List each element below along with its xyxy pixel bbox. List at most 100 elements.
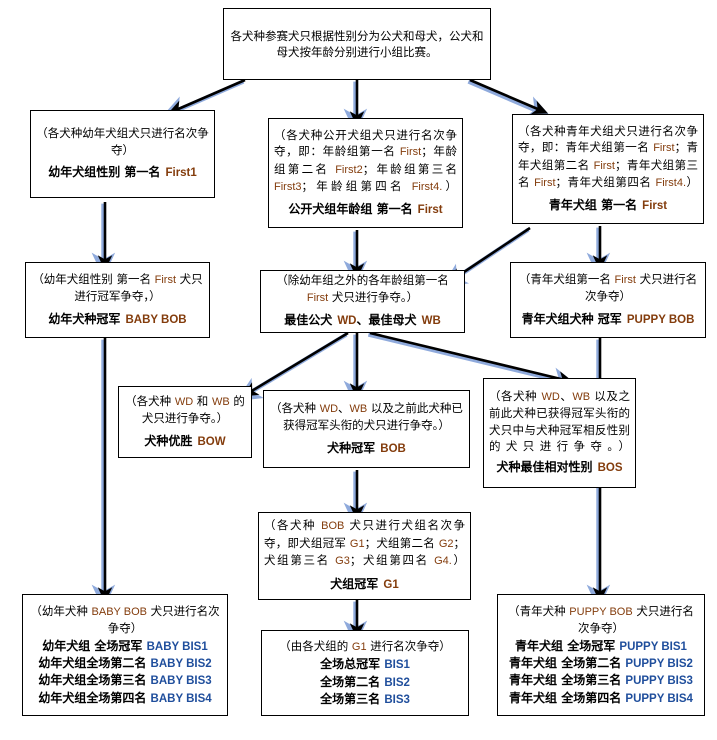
open-group-note-a: （各犬种公开犬组犬只进行名次争夺，即：年龄组第一名 <box>274 127 457 158</box>
bis-row-code: BIS3 <box>384 693 410 706</box>
wd-wb-result: 最佳公犬 WD、最佳母犬 WB <box>284 308 441 331</box>
bos-result-label: 犬种最佳相对性别 <box>496 460 593 475</box>
wd-wb-result-sep: 、 <box>356 313 369 328</box>
bow-code-a: WD <box>174 395 194 408</box>
wd-wb-result-label-a: 最佳公犬 <box>284 313 333 328</box>
baby-group-note: （各犬种幼年犬组犬只进行名次争夺） <box>36 126 209 157</box>
baby-group-result-label: 幼年犬组性别 第一名 <box>48 164 161 179</box>
puppy-bob-code-a: First <box>614 273 636 286</box>
bos-code-b: WB <box>572 390 591 403</box>
baby-bis-row-code: BABY BIS1 <box>146 640 208 653</box>
puppy-group-code-a: First <box>653 141 675 154</box>
open-group-result-code: First <box>417 203 443 216</box>
bis-row: 全场第三名 BIS3 <box>320 691 410 708</box>
puppy-bob-result-label: 青年犬组犬种 冠军 <box>521 311 622 326</box>
open-group-result: 公开犬组年龄组 第一名 First <box>288 197 442 220</box>
g1-code-d: G3 <box>335 555 350 568</box>
baby-bis-row-label: 幼年犬组全场第三名 <box>38 673 147 688</box>
bis-note-b: 进行名次争夺） <box>366 638 451 653</box>
puppy-bis-note: （青年犬种 PUPPY BOB 犬只进行名次争夺） <box>503 603 699 637</box>
node-baby-bis[interactable]: （幼年犬种 BABY BOB 犬只进行名次争夺） 幼年犬组 全场冠军 BABY … <box>22 594 228 716</box>
node-bob[interactable]: （各犬种 WD、WB 以及之前此犬种已获得冠军头衔的犬只进行争夺。） 犬种冠军 … <box>263 390 470 468</box>
baby-bis-row: 幼年犬组全场第四名 BABY BIS4 <box>38 690 211 707</box>
bis-rows: 全场总冠军 BIS1 全场第二名 BIS2 全场第三名 BIS3 <box>320 656 410 708</box>
node-bis[interactable]: （由各犬组的 G1 进行名次争夺） 全场总冠军 BIS1 全场第二名 BIS2 … <box>261 630 469 716</box>
puppy-group-note-b: ；青年犬组第二名 <box>518 139 699 172</box>
open-group-note: （各犬种公开犬组犬只进行名次争夺，即：年龄组第一名 First；年龄组第二名 F… <box>274 127 457 196</box>
node-puppy-group[interactable]: （各犬种青年犬组犬只进行名次争夺，即：青年犬组第一名 First；青年犬组第二名… <box>512 114 704 224</box>
puppy-group-code-b: First <box>593 159 615 172</box>
wd-wb-result-code-b: WB <box>421 315 441 328</box>
bis-code-a: G1 <box>351 640 367 653</box>
edge-wd-wb-to-bos <box>369 331 574 386</box>
baby-bob-code-a: First <box>154 273 177 286</box>
node-open-group[interactable]: （各犬种公开犬组犬只进行名次争夺，即：年龄组第一名 First ；年龄组第二名 F… <box>268 118 463 228</box>
bis-row-label: 全场总冠军 <box>320 657 381 672</box>
baby-bis-row-code: BABY BIS2 <box>150 658 212 671</box>
g1-note-b: 犬只进行犬组名次争夺，即犬组冠军 <box>264 518 465 550</box>
node-puppy-bob[interactable]: （青年犬组第一名 First 犬只进行名次争夺） 青年犬组犬种 冠军 PUPPY… <box>510 262 706 338</box>
g1-result-label: 犬组冠军 <box>330 577 379 592</box>
bow-note-a: （各犬种 <box>125 393 175 408</box>
baby-bis-rows: 幼年犬组 全场冠军 BABY BIS1 幼年犬组全场第二名 BABY BIS2 … <box>38 638 211 707</box>
open-group-note-e: ） <box>442 179 458 194</box>
bob-result: 犬种冠军 BOB <box>327 436 406 459</box>
puppy-bis-note-a: （青年犬种 <box>508 603 570 618</box>
wd-wb-note-a: （除幼年组之外的各年龄组第一名 <box>276 273 449 288</box>
puppy-bob-note-b: 犬只进行名次争夺） <box>585 271 698 304</box>
g1-code-e: G4. <box>434 555 452 568</box>
bow-note-b: 和 <box>193 393 212 408</box>
puppy-bis-code-a: PUPPY BOB <box>569 605 633 618</box>
open-group-code-d: First4. <box>411 181 443 194</box>
bos-result-code: BOS <box>597 462 623 475</box>
node-g1[interactable]: （各犬种 BOB 犬只进行犬组名次争夺，即犬组冠军 G1；犬组第二名 G2；犬组… <box>258 512 471 600</box>
puppy-bis-row-label: 青年犬组 全场第三名 <box>509 673 622 688</box>
node-root[interactable]: 各犬种参赛犬只根据性别分为公犬和母犬，公犬和母犬按年龄分别进行小组比赛。 <box>223 8 491 80</box>
g1-note-f: ） <box>451 553 466 568</box>
puppy-group-note-c: ；青年犬组第三名 <box>518 157 699 190</box>
node-puppy-bis[interactable]: （青年犬种 PUPPY BOB 犬只进行名次争夺） 青年犬组 全场冠军 PUPP… <box>497 594 705 716</box>
wd-wb-note: （除幼年组之外的各年龄组第一名 First 犬只进行争夺。） <box>266 272 459 306</box>
baby-bob-note-b: 犬只进行冠军争夺，） <box>74 271 203 304</box>
bis-row-code: BIS1 <box>384 659 410 672</box>
bow-result-code: BOW <box>197 435 226 448</box>
node-bos[interactable]: （各犬种 WD、WB 以及之前此犬种已获得冠军头衔的犬只中与犬种冠军相反性别的犬… <box>483 378 636 488</box>
baby-bis-row: 幼年犬组全场第三名 BABY BIS3 <box>38 672 211 689</box>
node-wd-wb[interactable]: （除幼年组之外的各年龄组第一名 First 犬只进行争夺。） 最佳公犬 WD、最… <box>260 270 465 333</box>
node-baby-bob[interactable]: （幼年犬组性别 第一名 First 犬只进行冠军争夺，） 幼年犬种冠军 BABY… <box>25 262 210 338</box>
baby-bis-row-label: 幼年犬组全场第二名 <box>38 656 147 671</box>
bis-row-code: BIS2 <box>384 676 410 689</box>
baby-bob-result-code: BABY BOB <box>125 313 187 326</box>
bob-note-b: 、 <box>338 400 350 415</box>
g1-code-b: G1 <box>349 537 365 550</box>
node-bow[interactable]: （各犬种 WD 和 WB 的犬只进行争夺。） 犬种优胜 BOW <box>118 386 252 458</box>
node-baby-group[interactable]: （各犬种幼年犬组犬只进行名次争夺） 幼年犬组性别 第一名 First1 <box>30 110 215 198</box>
bis-row-label: 全场第三名 <box>320 691 381 706</box>
bos-note-a: （各犬种 <box>489 388 542 403</box>
baby-group-result: 幼年犬组性别 第一名 First1 <box>48 160 197 183</box>
bow-result: 犬种优胜 BOW <box>144 429 225 452</box>
puppy-group-code-d: First4. <box>655 177 687 190</box>
puppy-bis-row-code: PUPPY BIS3 <box>625 675 693 688</box>
root-note: 各犬种参赛犬只根据性别分为公犬和母犬，公犬和母犬按年龄分别进行小组比赛。 <box>230 28 484 59</box>
bob-code-b: WB <box>349 402 368 415</box>
puppy-bis-note-b: 犬只进行名次争夺） <box>578 603 694 636</box>
bos-note: （各犬种 WD、WB 以及之前此犬种已获得冠军头衔的犬只中与犬种冠军相反性别的犬… <box>489 388 630 455</box>
g1-result-code: G1 <box>383 579 399 592</box>
g1-note: （各犬种 BOB 犬只进行犬组名次争夺，即犬组冠军 G1；犬组第二名 G2；犬组… <box>264 517 465 570</box>
bis-row-label: 全场第二名 <box>320 674 381 689</box>
open-group-note-b: ；年龄组第二名 <box>274 143 458 176</box>
g1-note-e: ；犬组第四名 <box>349 553 435 568</box>
baby-bis-row-label: 幼年犬组全场第四名 <box>38 690 147 705</box>
bow-note: （各犬种 WD 和 WB 的犬只进行争夺。） <box>124 393 246 427</box>
bow-code-b: WB <box>211 395 230 408</box>
baby-bis-row-label: 幼年犬组 全场冠军 <box>42 638 143 653</box>
g1-result: 犬组冠军 G1 <box>330 572 398 595</box>
puppy-bis-rows: 青年犬组 全场冠军 PUPPY BIS1 青年犬组 全场第二名 PUPPY BI… <box>509 638 693 707</box>
baby-bis-note: （幼年犬种 BABY BOB 犬只进行名次争夺） <box>28 603 222 637</box>
puppy-bis-row: 青年犬组 全场冠军 PUPPY BIS1 <box>509 638 693 655</box>
baby-bis-note-a: （幼年犬种 <box>30 603 92 618</box>
bis-note: （由各犬组的 G1 进行名次争夺） <box>279 638 451 656</box>
baby-group-result-code: First1 <box>165 166 197 179</box>
